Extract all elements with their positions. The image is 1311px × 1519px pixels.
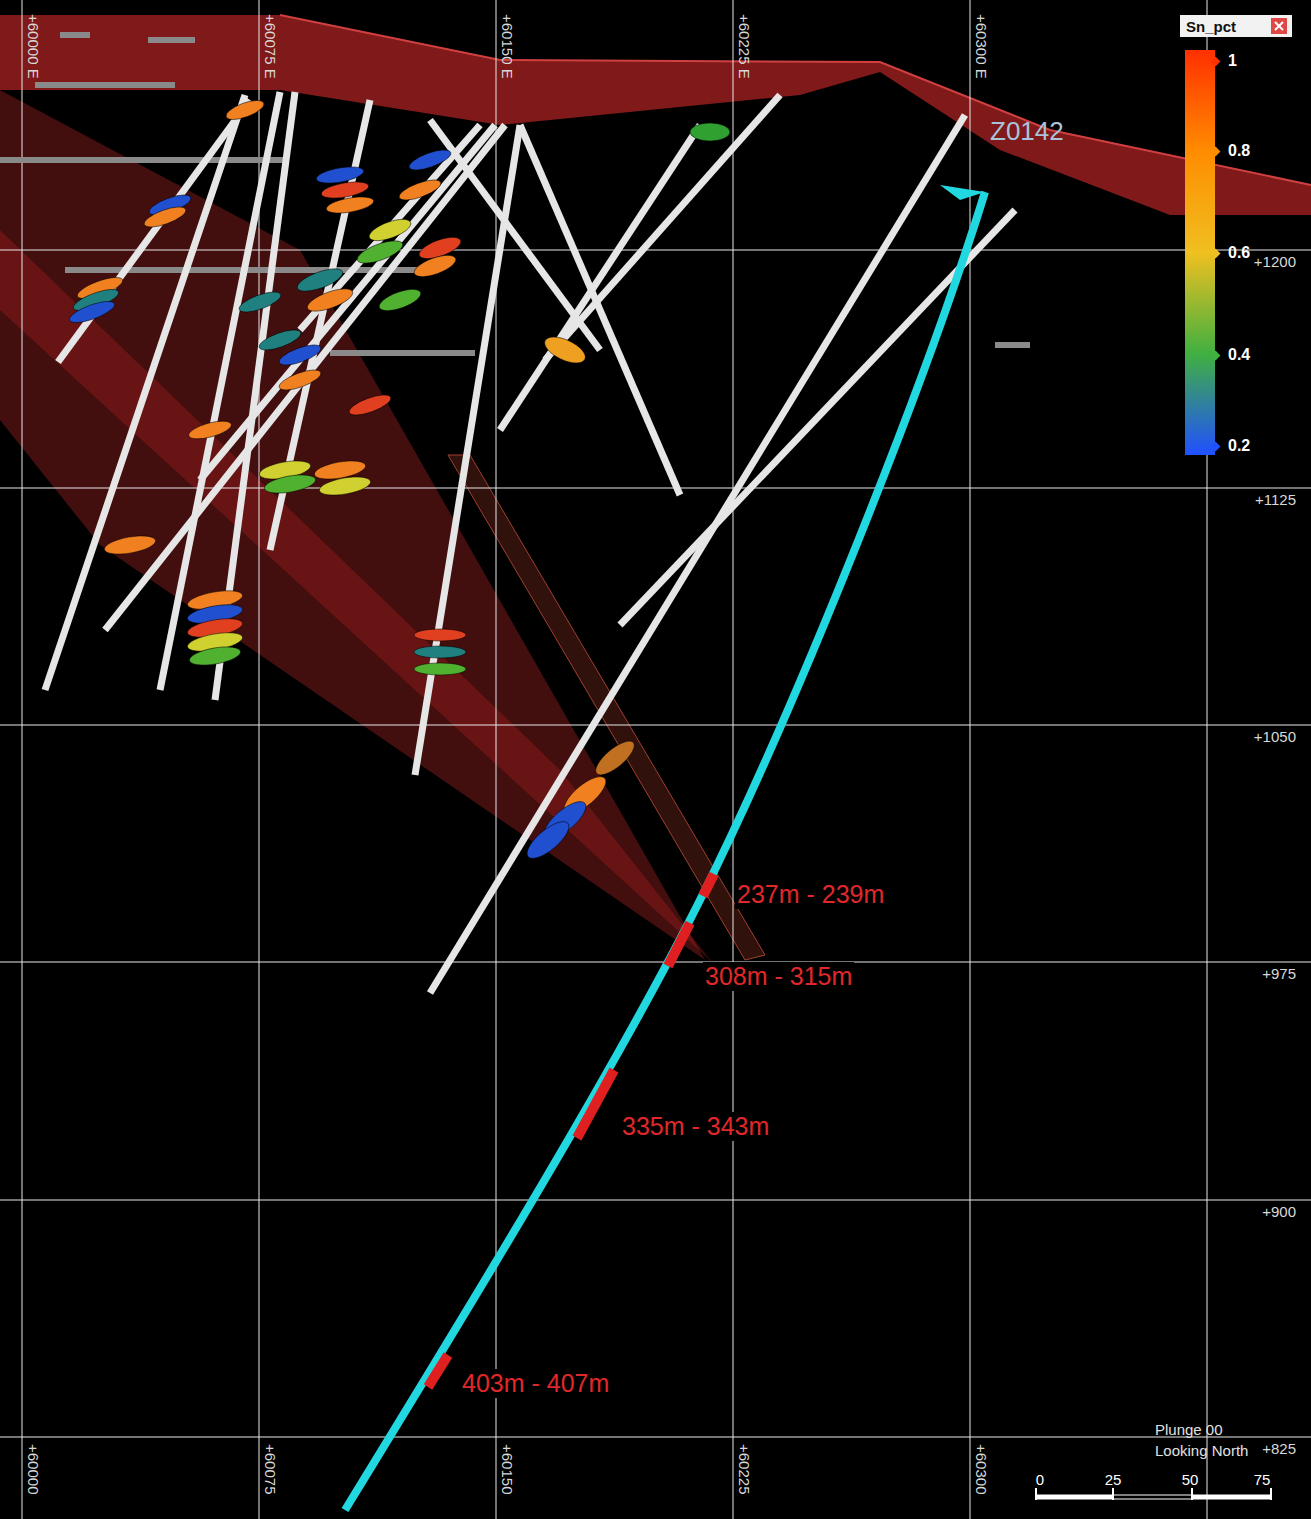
easting-label: +60225 [736,1444,753,1494]
legend-value: 1 [1228,52,1237,70]
scale-number: 25 [1105,1471,1122,1488]
elevation-label: +1050 [1252,728,1298,745]
easting-label: +60150 [499,1444,516,1494]
scale-number: 75 [1254,1471,1271,1488]
elevation-label: +825 [1260,1440,1298,1457]
view-note: Plunge 00 [1155,1421,1223,1438]
hole-id: Z0142 [990,117,1064,147]
intercept-label: 403m - 407m [460,1369,611,1398]
easting-label: +60075 [262,1444,279,1494]
legend-value: 0.6 [1228,244,1250,262]
intercept-label: 335m - 343m [620,1112,771,1141]
easting-label: +60225 E [736,14,753,79]
intercept-label: 237m - 239m [735,880,886,909]
legend-value: 0.2 [1228,437,1250,455]
legend-value: 0.8 [1228,142,1250,160]
easting-label: +60000 [25,1444,42,1494]
elevation-label: +1125 [1253,491,1298,508]
easting-label: +60150 E [499,14,516,79]
intercept-label: 308m - 315m [703,962,854,991]
easting-label: +60075 E [262,14,279,79]
easting-label: +60300 E [973,14,990,79]
easting-label: +60300 [973,1444,990,1494]
view-note: Looking North [1155,1442,1248,1459]
legend-value: 0.4 [1228,346,1250,364]
scale-number: 0 [1036,1471,1044,1488]
elevation-label: +975 [1260,965,1298,982]
easting-label: +60000 E [25,14,42,79]
scale-number: 50 [1182,1471,1199,1488]
legend-title: Sn_pct [1186,18,1236,35]
elevation-label: +1200 [1252,253,1298,270]
elevation-label: +900 [1260,1203,1298,1220]
